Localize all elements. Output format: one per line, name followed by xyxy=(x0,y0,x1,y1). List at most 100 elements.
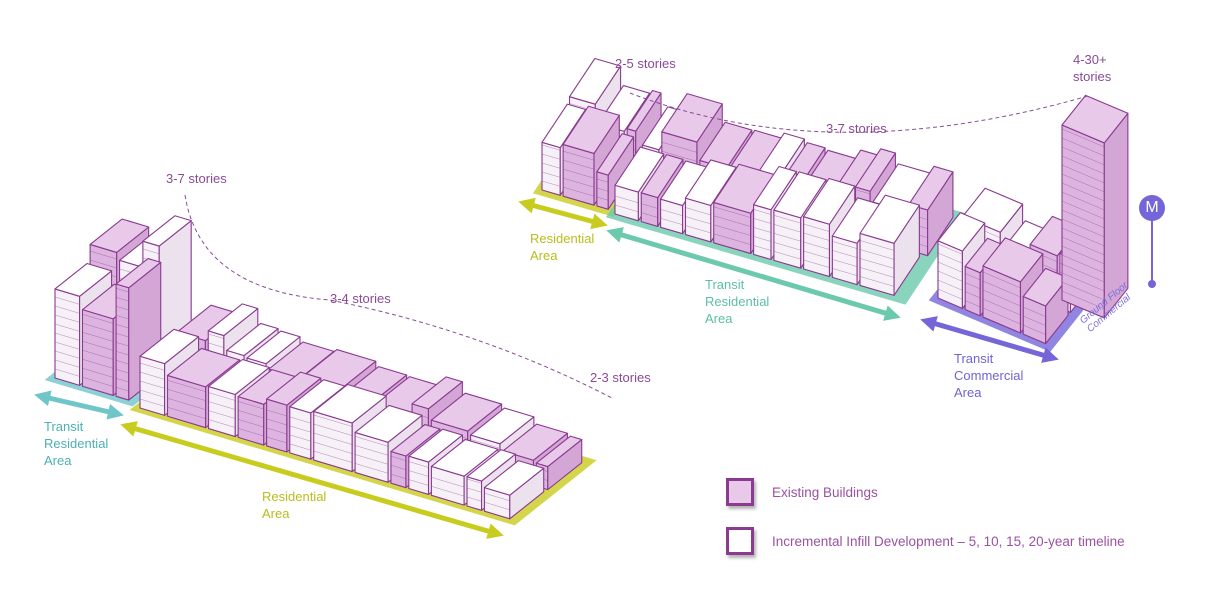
building-front-face xyxy=(937,240,963,309)
building-roof xyxy=(89,218,150,253)
right-residential-arrow-head xyxy=(518,197,536,214)
building-front-face xyxy=(466,476,483,511)
right-label-3-7: 3-7 stories xyxy=(826,121,887,136)
floor-line xyxy=(82,331,114,342)
floor-line xyxy=(773,233,801,242)
floor-line xyxy=(266,409,287,417)
floor-line xyxy=(541,180,561,187)
floor-line xyxy=(90,250,117,260)
floor-line xyxy=(82,313,114,324)
building-roof xyxy=(908,165,954,211)
building-roof xyxy=(139,328,200,365)
floor-line xyxy=(484,492,510,502)
left-label-3-4: 3-4 stories xyxy=(330,291,391,306)
floor-line xyxy=(1061,272,1105,292)
building-roof xyxy=(535,435,583,468)
floor-line xyxy=(1061,227,1105,247)
floor-line xyxy=(541,171,561,178)
right-transit-arrow-head xyxy=(606,227,624,243)
floor-line xyxy=(238,410,264,419)
floor-line xyxy=(596,178,609,183)
floor-line xyxy=(803,232,830,241)
floor-line xyxy=(832,259,858,267)
floor-line xyxy=(661,150,698,162)
floor-line xyxy=(266,427,287,435)
floor-line xyxy=(685,216,711,225)
floor-line xyxy=(116,306,129,311)
floor-line xyxy=(431,486,465,497)
building-front-face xyxy=(773,209,802,269)
building-roof xyxy=(166,347,241,388)
left-transit-arrow-head xyxy=(34,390,52,407)
building-roof xyxy=(483,460,545,496)
floor-line xyxy=(713,206,751,218)
floor-line xyxy=(390,455,406,461)
floor-line xyxy=(289,443,311,451)
floor-line xyxy=(139,362,165,371)
left-residential-arrow xyxy=(125,423,499,537)
floor-line xyxy=(1061,191,1105,211)
building-front-face xyxy=(115,283,130,401)
building-roof xyxy=(596,133,635,176)
building-roof xyxy=(266,371,322,406)
floor-line xyxy=(116,288,129,293)
building-roof xyxy=(541,103,587,149)
building-roof xyxy=(614,146,665,193)
floor-line xyxy=(355,445,389,456)
building-roof xyxy=(466,449,517,482)
infill-swatch xyxy=(726,527,754,555)
building-roof xyxy=(142,215,192,247)
floor-line xyxy=(832,241,858,249)
building-roof xyxy=(207,358,270,396)
floor-line xyxy=(208,392,236,401)
floor-line xyxy=(390,473,406,479)
floor-line xyxy=(982,298,1021,316)
floor-line xyxy=(1061,254,1105,274)
left-residential-arrow-head xyxy=(486,523,504,539)
floor-line xyxy=(313,441,353,454)
floor-line xyxy=(563,186,595,197)
transit-commercial-arrow-head xyxy=(1041,347,1059,363)
floor-line xyxy=(167,407,206,419)
floor-line xyxy=(660,209,683,216)
floor-line xyxy=(139,398,165,407)
floor-line xyxy=(116,387,129,392)
building-roof xyxy=(246,330,301,365)
floor-line xyxy=(167,398,206,410)
floor-line xyxy=(1023,306,1046,317)
floor-line xyxy=(641,203,658,209)
floor-line xyxy=(54,296,80,305)
floor-line xyxy=(1061,155,1105,175)
metro-station-icon: M xyxy=(1139,195,1165,221)
floor-line xyxy=(266,436,287,444)
floor-line xyxy=(54,341,80,350)
building-roof xyxy=(859,194,920,244)
building-front-face xyxy=(803,216,831,278)
building-front-face xyxy=(237,396,265,446)
building-roof xyxy=(430,392,503,432)
building-front-face xyxy=(139,355,166,416)
floor-line xyxy=(167,389,206,401)
transit-commercial-label: Transit Commercial Area xyxy=(954,351,1024,400)
building-roof xyxy=(390,423,441,457)
floor-line xyxy=(937,279,963,291)
floor-line xyxy=(1061,182,1105,202)
building-roof xyxy=(430,438,499,477)
building-roof xyxy=(982,237,1044,283)
floor-line xyxy=(208,333,224,339)
floor-line xyxy=(466,496,482,502)
tower xyxy=(1061,94,1129,319)
building-front-face xyxy=(289,406,312,460)
floor-line xyxy=(470,439,501,449)
building-roof xyxy=(115,258,162,289)
left-label-2-3: 2-3 stories xyxy=(590,370,651,385)
building-roof xyxy=(854,148,896,192)
left-height-curve xyxy=(184,194,613,399)
floor-line xyxy=(832,268,858,276)
building-front-face xyxy=(266,398,288,453)
floor-line xyxy=(753,245,772,251)
floor-line xyxy=(116,324,129,329)
floor-line xyxy=(90,259,117,269)
transit-commercial-arrow-head xyxy=(920,316,938,332)
building-roof xyxy=(562,105,620,154)
